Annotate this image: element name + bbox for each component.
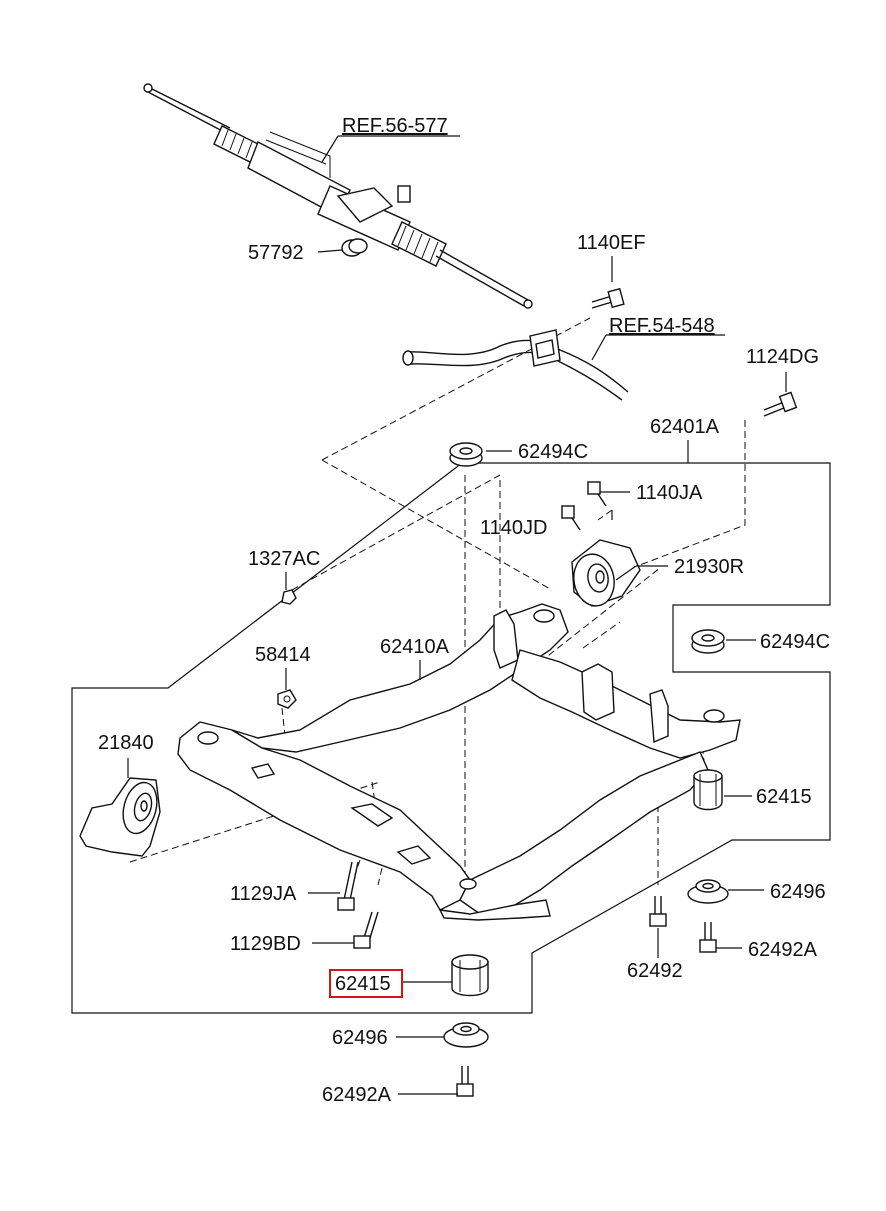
label-62415-right[interactable]: 62415 [756,786,812,808]
label-62494C-right[interactable]: 62494C [760,631,830,653]
label-1140JD[interactable]: 1140JD [480,517,547,539]
leader-lines [127,135,787,1095]
label-1327AC[interactable]: 1327AC [248,548,320,570]
bolt-1140EF-icon [591,287,625,309]
label-62494C-top[interactable]: 62494C [518,441,588,463]
bolt-62492-icon [649,896,667,927]
label-62410A[interactable]: 62410A [380,636,450,658]
bushing-57792-icon [341,238,368,257]
nut-1327AC-icon [281,589,297,605]
label-62492A-right[interactable]: 62492A [748,939,818,961]
label-62492A-bottom[interactable]: 62492A [322,1084,392,1106]
part-labels: REF.56-577 57792 1140EF REF.54-548 1124D… [98,115,830,1106]
label-21930R[interactable]: 21930R [674,556,744,578]
label-62415-highlighted[interactable]: 62415 [335,973,391,995]
label-62496-right[interactable]: 62496 [770,881,826,903]
bolt-1129BD-icon [353,911,379,949]
steering-gear-assembly [143,83,533,309]
bolt-1140JD-icon [561,505,581,531]
subframe-62410A-icon [177,603,741,921]
label-1124DG[interactable]: 1124DG [746,346,819,368]
nut-58414-icon [277,689,297,709]
highlight-box-62415 [329,969,403,998]
bushing-62415-right-icon [693,769,723,811]
mount-21930R-icon [571,539,641,607]
stabilizer-bar-assembly [402,329,629,401]
washer-62494C-top-icon [449,442,483,467]
label-58414[interactable]: 58414 [255,644,311,666]
mount-21840-icon [79,777,161,857]
bushing-62415-highlighted-icon [451,954,489,997]
assembly-boundary-box [71,462,831,1014]
label-21840[interactable]: 21840 [98,732,154,754]
label-ref-54-548[interactable]: REF.54-548 [609,315,715,337]
bolt-62492A-right-icon [699,922,717,953]
bolt-1124DG-icon [763,391,798,417]
label-1140EF[interactable]: 1140EF [577,232,646,254]
washer-62494C-right-icon [691,629,725,654]
label-1129JA[interactable]: 1129JA [230,883,297,905]
label-1140JA[interactable]: 1140JA [636,482,703,504]
bolt-62492A-bottom-icon [456,1066,474,1097]
label-62492[interactable]: 62492 [627,960,683,982]
label-62401A[interactable]: 62401A [650,416,720,438]
label-57792[interactable]: 57792 [248,242,304,264]
label-1129BD[interactable]: 1129BD [230,933,301,955]
label-62496-bottom[interactable]: 62496 [332,1027,388,1049]
washer-62496-bottom-icon [443,1022,489,1048]
bolt-1140JA-icon [587,481,607,507]
washer-62496-right-icon [687,879,729,904]
label-ref-56-577[interactable]: REF.56-577 [342,115,448,137]
bolt-1129JA-icon [337,861,359,911]
